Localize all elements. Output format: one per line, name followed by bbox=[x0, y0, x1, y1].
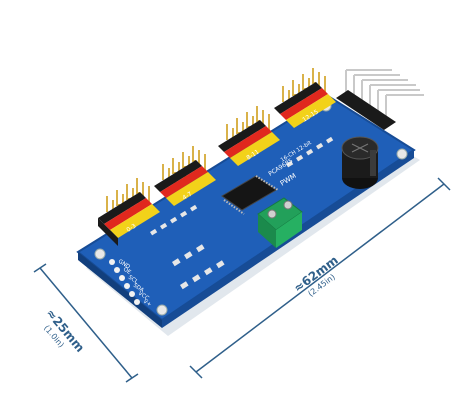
group-label: 0-3 bbox=[125, 222, 137, 233]
mounting-hole bbox=[94, 248, 106, 260]
pca9685-board: GND OE SCL SDA VCC V+ bbox=[76, 94, 420, 336]
silk-label: SDA bbox=[132, 283, 145, 294]
left-pin-holes bbox=[109, 259, 140, 305]
length-dimension bbox=[189, 177, 451, 379]
silk-label: SCL bbox=[127, 275, 140, 286]
width-dimension bbox=[33, 263, 139, 383]
silk-label: VCC bbox=[137, 291, 150, 302]
silk-label: OE bbox=[122, 267, 132, 277]
screw-terminal bbox=[257, 197, 303, 248]
group-label: 4-7 bbox=[181, 190, 193, 201]
silk-labels: GND OE SCL SDA VCC V+ bbox=[117, 259, 153, 309]
silk-label: GND bbox=[117, 259, 131, 271]
mounting-hole bbox=[156, 304, 168, 316]
header-bank-8-11 bbox=[218, 106, 280, 166]
header-bank-12-15 bbox=[274, 68, 336, 128]
header-bank-0-3 bbox=[98, 178, 160, 246]
capacitor bbox=[341, 136, 379, 189]
smd-resistors bbox=[150, 136, 334, 290]
header-bank-4-7 bbox=[154, 146, 216, 206]
silk-label: V+ bbox=[142, 299, 153, 309]
control-header bbox=[336, 69, 424, 130]
pca9685-chip bbox=[221, 175, 279, 215]
mounting-hole bbox=[396, 148, 408, 160]
